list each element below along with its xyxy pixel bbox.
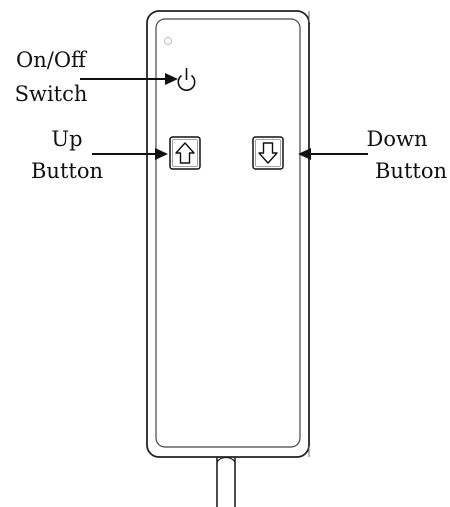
up-button[interactable] [169, 136, 201, 170]
remote-inner-panel [155, 18, 301, 448]
up-arrow-icon [175, 142, 195, 164]
down-arrow-icon [258, 142, 278, 164]
cord [216, 455, 236, 507]
power-icon[interactable] [177, 68, 196, 91]
label-on-off-line2: Switch [15, 82, 88, 106]
label-up-line1: Up [51, 127, 82, 151]
down-button[interactable] [252, 136, 284, 170]
callout-arrow-up [92, 148, 168, 160]
label-on-off-line1: On/Off [16, 48, 88, 72]
callout-arrow-on-off [80, 73, 178, 85]
indicator-led [164, 37, 172, 45]
remote-outer-shell [146, 10, 310, 458]
label-up-line2: Button [31, 159, 103, 183]
label-down-line2: Button [375, 159, 447, 183]
callout-arrow-down [298, 148, 368, 160]
remote-body [146, 10, 310, 458]
label-down-line1: Down [367, 127, 428, 151]
